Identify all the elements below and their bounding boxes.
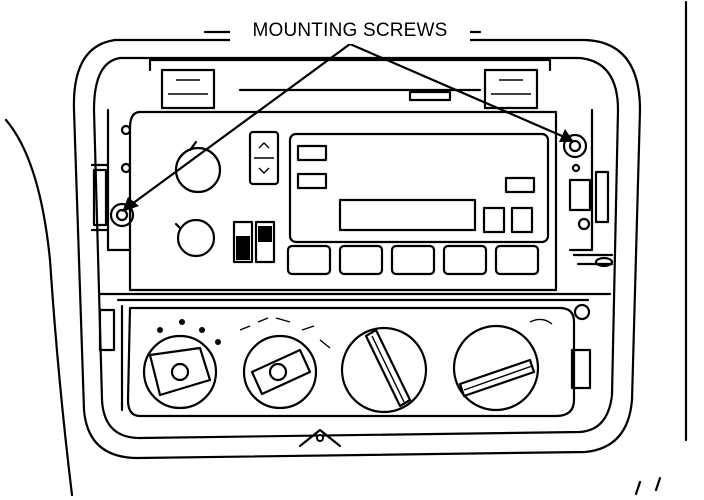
mode-knob (239, 317, 331, 410)
radio-display (288, 132, 550, 244)
mounting-screws-label: MOUNTING SCREWS (230, 18, 470, 44)
side-brackets (90, 108, 614, 268)
dashboard-right-mark (634, 476, 662, 496)
left-mounting-screw (109, 202, 135, 228)
temperature-knob (340, 326, 428, 414)
climate-control-panel (98, 292, 612, 448)
preset-button-1 (286, 244, 332, 276)
dashboard-left-edge (4, 118, 74, 497)
bezel-inner (92, 56, 620, 440)
air-recirculation-knob (452, 318, 553, 412)
right-mounting-screw (562, 133, 588, 159)
top-clips (148, 58, 552, 110)
preset-button-3 (390, 244, 436, 276)
seek-rocker (248, 130, 280, 186)
tune-knob (176, 218, 216, 258)
callout-leaders (122, 30, 574, 212)
preset-button-2 (338, 244, 384, 276)
preset-button-4 (442, 244, 488, 276)
fan-speed-knob (142, 319, 221, 410)
radio-unit (128, 110, 558, 292)
preset-button-5 (494, 244, 540, 276)
volume-knob (174, 146, 222, 194)
bezel-outer (72, 38, 642, 460)
